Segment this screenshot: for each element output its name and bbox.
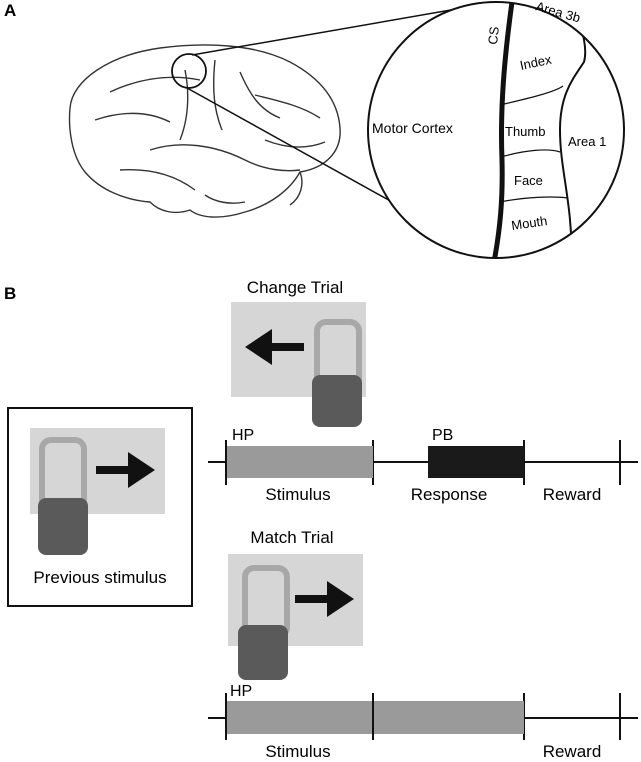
match-probe-icon [238,565,290,680]
label-motor-cortex: Motor Cortex [372,120,453,136]
match-stimulus-label: Stimulus [265,742,330,761]
label-cs: CS [485,25,502,45]
label-mouth: Mouth [510,213,548,233]
central-sulcus-line [491,2,515,258]
brain-illustration [68,44,341,218]
change-pb-label: PB [432,427,453,444]
label-thumb: Thumb [505,124,545,139]
area-border-line [558,2,587,258]
zoom-source-circle [171,53,207,89]
panel-a-label: A [4,1,16,20]
label-area1: Area 1 [568,134,606,149]
panel-b-label: B [4,284,16,303]
thumb-border [500,149,561,158]
previous-probe-icon [38,437,88,555]
change-response-bar [428,446,524,478]
change-stimulus-bar [227,446,373,478]
label-face: Face [514,173,543,188]
match-stimulus-bar [227,701,524,734]
match-reward-label: Reward [543,742,602,761]
change-stimulus-label: Stimulus [265,485,330,504]
previous-stimulus-caption: Previous stimulus [33,568,166,587]
previous-arrow-right-icon [96,452,155,488]
change-reward-label: Reward [543,485,602,504]
change-arrow-left-icon [245,329,304,365]
match-hp-label: HP [230,683,252,700]
zoom-connector-top [191,6,469,56]
index-border [499,85,564,106]
change-response-label: Response [411,485,488,504]
match-trial-title: Match Trial [250,528,333,547]
change-probe-icon [312,319,362,427]
change-trial-title: Change Trial [247,278,343,297]
face-border [499,196,569,203]
match-arrow-right-icon [295,581,354,617]
change-hp-label: HP [232,427,254,444]
label-index: Index [519,52,554,73]
